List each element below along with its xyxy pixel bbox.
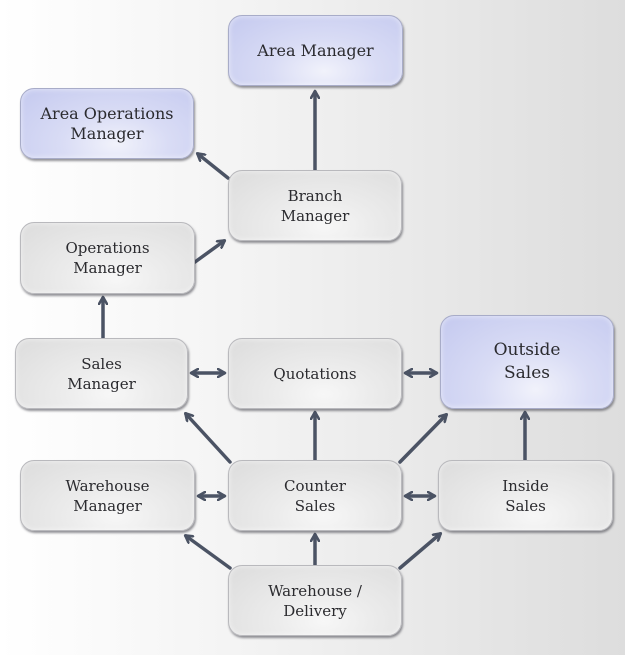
node-operations-manager: Operations Manager	[20, 222, 195, 294]
node-warehouse-delivery: Warehouse / Delivery	[228, 565, 402, 636]
node-label: Outside Sales	[493, 340, 561, 383]
node-label: Area Manager	[257, 40, 374, 60]
node-outside-sales: Outside Sales	[440, 315, 614, 409]
node-label: Inside Sales	[502, 476, 549, 515]
node-counter-sales: Counter Sales	[228, 460, 402, 531]
connector-operations-manager-to-branch-manager	[193, 241, 224, 264]
node-label: Area Operations Manager	[40, 103, 174, 143]
connector-branch-manager-to-area-operations-manager	[198, 154, 230, 180]
node-warehouse-manager: Warehouse Manager	[20, 460, 195, 531]
node-label: Warehouse Manager	[65, 476, 150, 515]
node-label: Sales Manager	[67, 354, 136, 393]
node-label: Operations Manager	[65, 239, 150, 277]
node-area-operations-manager: Area Operations Manager	[20, 88, 194, 159]
node-label: Warehouse / Delivery	[268, 581, 362, 620]
node-label: Quotations	[273, 364, 357, 383]
connector-counter-sales-to-sales-manager	[186, 414, 232, 464]
connector-warehouse-delivery-to-inside-sales	[398, 534, 440, 570]
node-quotations: Quotations	[228, 338, 402, 409]
connector-counter-sales-to-outside-sales	[398, 415, 446, 464]
node-branch-manager: Branch Manager	[228, 170, 402, 241]
node-label: Counter Sales	[284, 476, 346, 515]
node-area-manager: Area Manager	[228, 15, 403, 86]
node-sales-manager: Sales Manager	[15, 338, 188, 409]
node-label: Branch Manager	[280, 186, 350, 225]
connector-warehouse-delivery-to-warehouse-manager	[186, 536, 232, 570]
node-inside-sales: Inside Sales	[438, 460, 613, 531]
